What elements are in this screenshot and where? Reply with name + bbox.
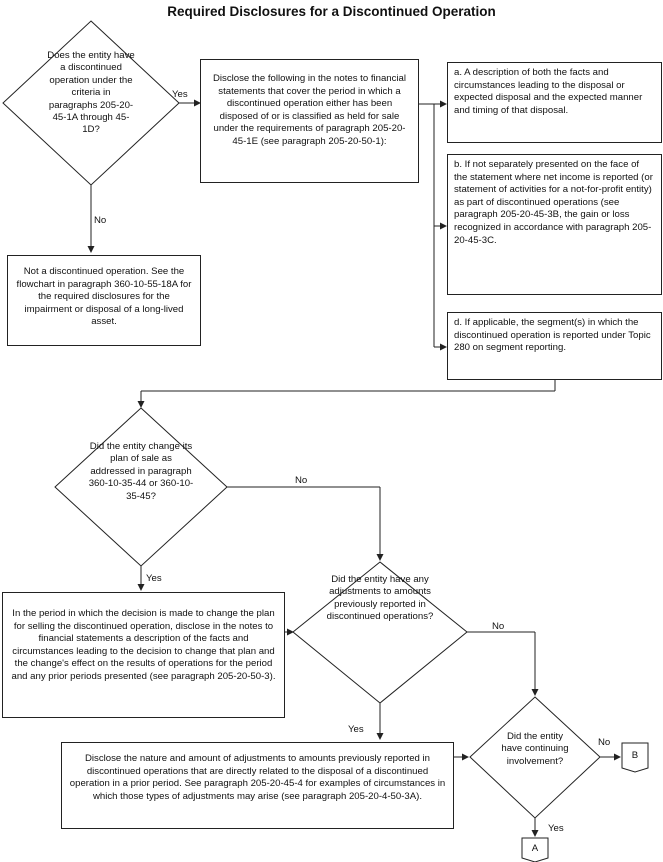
- disclosure-item-a: a. A description of both the facts and c…: [447, 62, 662, 143]
- disclosure-item-b: b. If not separately presented on the fa…: [447, 154, 662, 295]
- adjustments-box: Disclose the nature and amount of adjust…: [61, 742, 454, 829]
- d4-yes-label: Yes: [548, 823, 564, 834]
- d3-no-label: No: [492, 621, 505, 632]
- decision-2-text: Did the entity change its plan of sale a…: [88, 441, 194, 502]
- decision-4-text: Did the entity have continuing involveme…: [501, 731, 569, 767]
- d3-yes-label: Yes: [348, 724, 364, 735]
- connector-a-shape: [521, 837, 549, 862]
- change-plan-box: In the period in which the decision is m…: [2, 592, 285, 718]
- connector-b-shape: [621, 742, 649, 773]
- page-title: Required Disclosures for a Discontinued …: [167, 4, 496, 19]
- disclose-main-box: Disclose the following in the notes to f…: [200, 59, 419, 183]
- decision-3-text: Did the entity have any adjustments to a…: [326, 574, 434, 623]
- d1-yes-label: Yes: [172, 89, 188, 100]
- d2-yes-label: Yes: [146, 573, 162, 584]
- connector-b-label: B: [631, 750, 639, 761]
- connector-a-label: A: [531, 843, 539, 854]
- not-discontinued-box: Not a discontinued operation. See the fl…: [7, 255, 201, 346]
- decision-1-text: Does the entity have a discontinued oper…: [47, 50, 135, 136]
- d2-no-label: No: [295, 475, 308, 486]
- d4-no-label: No: [598, 737, 611, 748]
- disclosure-item-d: d. If applicable, the segment(s) in whic…: [447, 312, 662, 380]
- d1-no-label: No: [94, 215, 107, 226]
